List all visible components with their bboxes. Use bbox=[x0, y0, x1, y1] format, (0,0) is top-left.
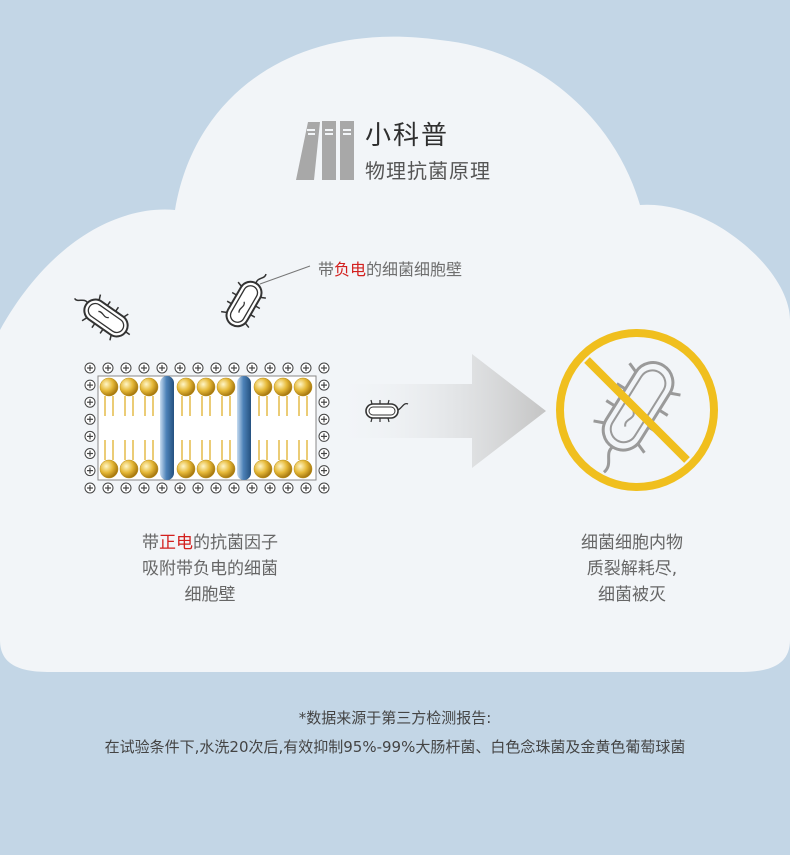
right-caption-line3: 细菌被灭 bbox=[598, 585, 666, 605]
positive-charge-icon bbox=[318, 396, 330, 408]
positive-charge-icon bbox=[192, 482, 204, 494]
positive-charge-icon bbox=[264, 482, 276, 494]
positive-charge-icon bbox=[102, 482, 114, 494]
positive-charge-icon bbox=[318, 448, 330, 459]
bacteria-icon bbox=[221, 273, 267, 329]
lipid-head bbox=[216, 377, 236, 397]
positive-charge-icon bbox=[174, 482, 186, 494]
no-bacteria-icon bbox=[556, 329, 718, 491]
lipid-head bbox=[253, 377, 273, 397]
positive-charge-icon bbox=[174, 362, 186, 374]
left-caption-line3: 细胞壁 bbox=[184, 585, 236, 605]
lipid-head bbox=[99, 377, 119, 397]
membrane-channel bbox=[237, 376, 251, 480]
positive-charge-icon bbox=[300, 482, 312, 494]
positive-charge-icon bbox=[228, 362, 240, 374]
cloud-background bbox=[0, 36, 790, 673]
positive-charge-icon bbox=[102, 362, 114, 374]
positive-charge-icon bbox=[282, 362, 294, 374]
lipid-head bbox=[139, 459, 159, 479]
pointer-line bbox=[259, 265, 311, 285]
right-caption-line1: 细菌细胞内物 bbox=[581, 533, 683, 553]
bacteria-icon bbox=[365, 399, 409, 423]
bacteria-icon bbox=[73, 294, 131, 341]
bacteria-label-prefix: 带 bbox=[318, 260, 335, 279]
positive-charge-icon bbox=[318, 430, 330, 442]
positive-charge-icon bbox=[210, 362, 222, 374]
lipid-head bbox=[196, 459, 216, 479]
lipid-head bbox=[293, 459, 313, 479]
lipid-head bbox=[196, 377, 216, 397]
positive-charge-icon bbox=[138, 482, 150, 494]
right-caption: 细菌细胞内物 质裂解耗尽, 细菌被灭 bbox=[552, 530, 712, 608]
positive-charge-icon bbox=[84, 482, 96, 494]
positive-charge-icon bbox=[120, 362, 132, 374]
lipid-head bbox=[216, 459, 236, 479]
positive-charge-icon bbox=[264, 362, 276, 374]
page-title: 小科普 bbox=[365, 121, 450, 151]
books-icon bbox=[296, 121, 354, 180]
lipid-head bbox=[139, 377, 159, 397]
left-caption: 带正电的抗菌因子 吸附带负电的细菌 细胞壁 bbox=[110, 530, 310, 608]
lipid-head bbox=[119, 377, 139, 397]
page-subtitle: 物理抗菌原理 bbox=[365, 159, 491, 183]
lipid-head bbox=[99, 459, 119, 479]
positive-charge-icon bbox=[120, 482, 132, 494]
membrane-diagram bbox=[84, 362, 330, 494]
positive-charge-icon bbox=[84, 413, 96, 425]
lipid-head bbox=[273, 377, 293, 397]
positive-charge-icon bbox=[318, 482, 330, 494]
positive-charge-icon bbox=[84, 396, 96, 408]
footnote-line1: *数据来源于第三方检测报告: bbox=[298, 709, 492, 727]
membrane-channel bbox=[160, 376, 174, 480]
positive-charge-icon bbox=[84, 362, 96, 374]
positive-charge-icon bbox=[318, 379, 330, 391]
positive-charge-icon bbox=[318, 362, 330, 374]
positive-charge-icon bbox=[300, 362, 312, 374]
right-caption-line2: 质裂解耗尽, bbox=[586, 559, 678, 579]
positive-charge-icon bbox=[138, 362, 150, 374]
lipid-head bbox=[253, 459, 273, 479]
left-caption-line2: 吸附带负电的细菌 bbox=[142, 559, 278, 579]
positive-charge-icon bbox=[84, 465, 96, 477]
positive-charge-icon bbox=[84, 448, 96, 459]
positive-charge-icon bbox=[156, 482, 168, 494]
positive-charge-icon bbox=[228, 482, 240, 494]
lipid-head bbox=[119, 459, 139, 479]
positive-charge-icon bbox=[84, 430, 96, 442]
lipid-head bbox=[176, 459, 196, 479]
positive-charge-icon bbox=[318, 465, 330, 477]
arrow-right-icon bbox=[332, 354, 546, 468]
positive-charge-icon bbox=[282, 482, 294, 494]
footnote: *数据来源于第三方检测报告: 在试验条件下,水洗20次后,有效抑制95%-99%… bbox=[0, 704, 790, 762]
positive-charge-icon bbox=[210, 482, 222, 494]
positive-charge-icon bbox=[156, 362, 168, 374]
lipid-head bbox=[176, 377, 196, 397]
positive-charge-icon bbox=[246, 362, 258, 374]
positive-charge-icon bbox=[192, 362, 204, 374]
footnote-line2: 在试验条件下,水洗20次后,有效抑制95%-99%大肠杆菌、白色念珠菌及金黄色葡… bbox=[104, 738, 686, 756]
bacteria-label: 带负电的细菌细胞壁 bbox=[318, 256, 462, 280]
positive-charge-icon bbox=[84, 379, 96, 391]
lipid-head bbox=[293, 377, 313, 397]
left-caption-line1: 带正电的抗菌因子 bbox=[142, 533, 278, 553]
lipid-head bbox=[273, 459, 293, 479]
bacteria-label-suffix: 的细菌细胞壁 bbox=[366, 260, 463, 279]
bacteria-label-highlight: 负电 bbox=[334, 260, 367, 279]
positive-charge-icon bbox=[246, 482, 258, 494]
positive-charge-icon bbox=[318, 413, 330, 425]
